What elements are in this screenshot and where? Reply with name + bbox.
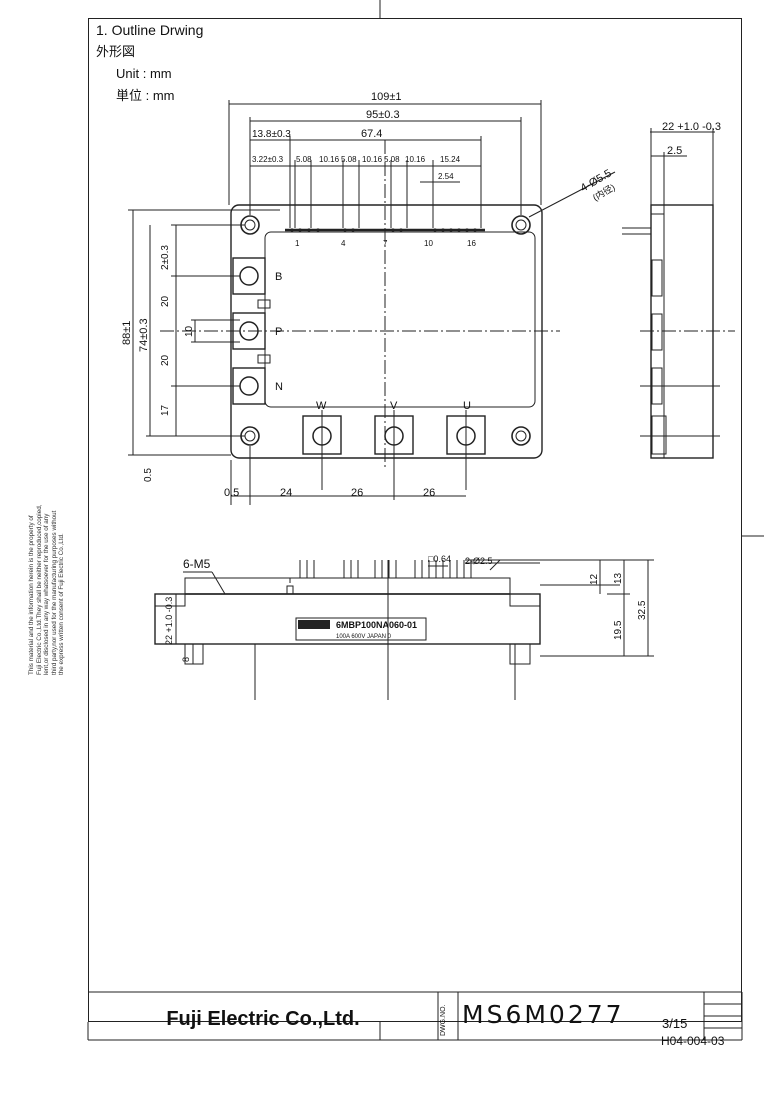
- dim-left: 10: [184, 325, 195, 337]
- dim-pitch: 15.24: [440, 155, 461, 164]
- page-number: 3/15: [662, 1016, 688, 1031]
- dim-front-left: 22 +1.0 -0.3: [164, 597, 174, 645]
- terminal-label-u: U: [463, 400, 471, 412]
- dim-pin-small: 2.54: [438, 172, 454, 181]
- terminal-label-w: W: [316, 400, 327, 412]
- drawing-number: MS6M0277: [462, 1000, 625, 1029]
- terminal-label-n: N: [275, 381, 283, 393]
- dim-thickness: 22 +1.0 -0.3: [662, 121, 721, 133]
- dim-height-mount: 74±0.3: [138, 318, 150, 352]
- unit-label-jp: 単位 : mm: [116, 88, 175, 103]
- form-reference: H04-004-03: [661, 1034, 725, 1048]
- dim-bottom-offset: 0.5: [143, 468, 154, 482]
- pin-hole: 2-Ø2.5: [465, 556, 493, 566]
- dim-left: 20: [160, 354, 171, 366]
- dim-left: 20: [160, 295, 171, 307]
- screw-callout: 6-M5: [183, 557, 211, 571]
- dim-front-height: 13: [613, 572, 624, 584]
- pin-number: 10: [424, 239, 433, 248]
- dim-bottom: 0.5: [224, 487, 239, 499]
- terminal-label-p: P: [275, 326, 282, 338]
- pin-number: 4: [341, 239, 346, 248]
- dim-pitch: 5.08: [341, 155, 357, 164]
- dim-pitch: 10.16: [319, 155, 340, 164]
- module-label-line2: 100A 600V JAPAN 0: [336, 634, 392, 640]
- pin-number: 16: [467, 239, 476, 248]
- dim-bottom: 26: [423, 487, 435, 499]
- section-title: 1. Outline Drwing: [96, 22, 204, 38]
- section-title-jp: 外形図: [96, 44, 136, 59]
- dim-pitch: 10.16: [362, 155, 383, 164]
- dim-pitch: 5.08: [296, 155, 312, 164]
- dim-front-height: 32.5: [637, 600, 648, 620]
- pin-number: 1: [295, 239, 300, 248]
- dim-left: 2±0.3: [160, 245, 171, 270]
- unit-label: Unit : mm: [116, 66, 172, 81]
- terminal-label-v: V: [390, 400, 398, 412]
- pin-section: □0.64: [428, 554, 451, 564]
- dim-height: 88±1: [121, 321, 133, 345]
- dim-pitch: 10.16: [405, 155, 426, 164]
- dim-overall-width: 109±1: [371, 91, 402, 103]
- drawing-frame: [88, 18, 742, 1022]
- dim-left: 17: [160, 404, 171, 416]
- dim-front-left-small: 8: [181, 657, 191, 662]
- company-name: Fuji Electric Co.,Ltd.: [166, 1007, 360, 1030]
- dim-front-height: 19.5: [613, 620, 624, 640]
- dim-first-pin: 3.22±0.3: [252, 155, 284, 164]
- dim-pitch: 5.08: [384, 155, 400, 164]
- dim-pin-offset: 13.8±0.3: [252, 129, 291, 140]
- dim-step: 2.5: [667, 145, 682, 157]
- dwg-number-label: DWG.NO.: [440, 1004, 447, 1037]
- dim-bottom: 24: [280, 487, 292, 499]
- dim-pin-span: 67.4: [361, 128, 382, 140]
- dim-front-height: 12: [589, 573, 600, 585]
- dim-bottom: 26: [351, 487, 363, 499]
- module-label-line1: 6MBP100NA060-01: [336, 620, 417, 630]
- dim-mount-width: 95±0.3: [366, 109, 400, 121]
- pin-number: 7: [383, 239, 388, 248]
- terminal-label-b: B: [275, 271, 282, 283]
